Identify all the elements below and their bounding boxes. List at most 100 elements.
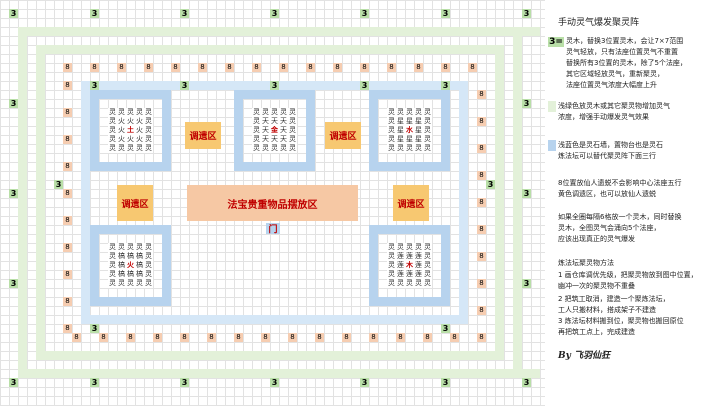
room-water-cell: 灵 — [423, 144, 432, 153]
room-water-cell: 星 — [396, 117, 405, 126]
eight-cell: 8 — [441, 63, 450, 72]
spirit-wood-three: 3 — [270, 9, 279, 18]
eight-cell: 8 — [396, 333, 405, 342]
room-water-cell: 星 — [396, 126, 405, 135]
room-fire-cell: 灵 — [144, 243, 153, 252]
room-metal-cell: 天 — [261, 135, 270, 144]
room-fire-cell: 槁 — [117, 270, 126, 279]
room-earth-cell: 灵 — [135, 144, 144, 153]
eight-cell: 8 — [72, 333, 81, 342]
eight-cell: 8 — [63, 189, 72, 198]
room-metal-cell: 灵 — [270, 144, 279, 153]
room-water-cell: 灵 — [405, 108, 414, 117]
room-fire-cell: 槁 — [126, 270, 135, 279]
eight-cell: 8 — [477, 279, 486, 288]
room-fire-cell: 灵 — [144, 252, 153, 261]
room-water-cell: 灵 — [387, 126, 396, 135]
room-wood-cell: 灵 — [423, 270, 432, 279]
room-wood-cell: 莲 — [405, 252, 414, 261]
room-earth-cell: 火 — [135, 117, 144, 126]
method-step-1: 1 画仓库调优先级，把聚灵物放到图中位置， 幽冲一次的聚灵物不重叠 — [558, 271, 698, 290]
room-metal-cell: 金 — [270, 126, 279, 135]
spirit-wood-three: 3 — [270, 81, 279, 90]
eight-cell: 8 — [63, 270, 72, 279]
outer-ring-bottom — [18, 369, 540, 378]
eight-cell: 8 — [360, 63, 369, 72]
room-metal-cell: 灵 — [279, 144, 288, 153]
room-wood-cell: 莲 — [405, 270, 414, 279]
room-wood-cell: 灵 — [414, 279, 423, 288]
room-fire-cell: 灵 — [126, 279, 135, 288]
eight-cell: 8 — [414, 63, 423, 72]
legend-item-ring: 如果全圈每隔6格放一个灵木，同时替换 灵木，全图灵气会涌向5个法座， 应该出现真… — [558, 213, 682, 243]
eight-cell: 8 — [477, 306, 486, 315]
room-wood-cell: 灵 — [387, 261, 396, 270]
room-water-cell: 灵 — [414, 108, 423, 117]
legend-item-light-green: 浅绿色放灵木或其它聚灵物增加灵气 浓度，增强手动爆发灵气效果 — [558, 102, 670, 121]
room-earth-cell: 灵 — [108, 126, 117, 135]
room-fire-cell: 槁 — [117, 252, 126, 261]
room-earth-cell: 灵 — [144, 144, 153, 153]
room-frame — [441, 90, 450, 171]
room-water-cell: 灵 — [423, 117, 432, 126]
room-frame — [90, 90, 171, 99]
room-water-cell: 星 — [414, 126, 423, 135]
room-earth-cell: 灵 — [117, 144, 126, 153]
zone-left-top: 调遗区 — [185, 122, 221, 149]
eight-cell: 8 — [225, 63, 234, 72]
room-wood-cell: 莲 — [414, 261, 423, 270]
room-water-cell: 星 — [405, 117, 414, 126]
room-fire-cell: 灵 — [117, 279, 126, 288]
room-earth-cell: 灵 — [108, 108, 117, 117]
room-wood-cell: 灵 — [387, 243, 396, 252]
inner-ring-top — [36, 45, 504, 54]
room-metal-cell: 灵 — [270, 108, 279, 117]
legend-three-marker: 3= — [548, 37, 564, 47]
room-earth-cell: 火 — [135, 126, 144, 135]
room-frame — [369, 225, 378, 306]
zone-right-mid: 调遗区 — [393, 185, 429, 221]
room-fire-cell: 槁 — [135, 261, 144, 270]
room-earth-cell: 火 — [126, 135, 135, 144]
method-step-2: 2 把筑工取消，建造一个聚炼法坛， 工人只搬材料，搭成架子不建造 — [558, 295, 670, 314]
room-wood-cell: 莲 — [396, 270, 405, 279]
room-wood-cell: 灵 — [405, 279, 414, 288]
outer-ring-right — [513, 27, 522, 378]
room-water-cell: 灵 — [387, 117, 396, 126]
room-fire-cell: 灵 — [108, 243, 117, 252]
eight-cell: 8 — [261, 333, 270, 342]
room-wood-cell: 莲 — [396, 252, 405, 261]
room-fire-cell: 灵 — [108, 279, 117, 288]
spirit-wood-three: 3 — [522, 9, 531, 18]
eight-cell: 8 — [234, 333, 243, 342]
light-blue-swatch — [548, 140, 556, 151]
inner-ring-right — [495, 45, 504, 360]
room-metal-cell: 天 — [279, 135, 288, 144]
room-metal-cell: 天 — [261, 117, 270, 126]
eight-cell: 8 — [144, 63, 153, 72]
room-wood-cell: 灵 — [387, 270, 396, 279]
spirit-wood-three: 3 — [9, 378, 18, 387]
eight-cell: 8 — [477, 144, 486, 153]
eight-cell: 8 — [63, 162, 72, 171]
room-wood-cell: 灵 — [396, 243, 405, 252]
room-metal-cell: 灵 — [288, 135, 297, 144]
room-metal-cell: 灵 — [252, 135, 261, 144]
spirit-wood-three: 3 — [180, 9, 189, 18]
room-water-cell: 星 — [414, 135, 423, 144]
eight-cell: 8 — [252, 63, 261, 72]
room-earth-cell: 火 — [126, 117, 135, 126]
legend-item-eight: 8位置放仙人遗蜕不会影响中心法座五行 黄色调遗区，也可以放仙人遗蜕 — [558, 179, 682, 198]
spirit-wood-three: 3 — [522, 99, 531, 108]
room-metal-cell: 灵 — [279, 108, 288, 117]
room-fire-cell: 槁 — [126, 252, 135, 261]
eight-cell: 8 — [315, 333, 324, 342]
eight-cell: 8 — [63, 135, 72, 144]
eight-cell: 8 — [63, 243, 72, 252]
room-frame — [90, 297, 171, 306]
eight-cell: 8 — [477, 117, 486, 126]
room-wood-cell: 灵 — [387, 279, 396, 288]
author-signature: By 飞羽仙狂 — [558, 351, 610, 361]
room-metal-cell: 灵 — [252, 126, 261, 135]
room-fire-cell: 灵 — [108, 261, 117, 270]
